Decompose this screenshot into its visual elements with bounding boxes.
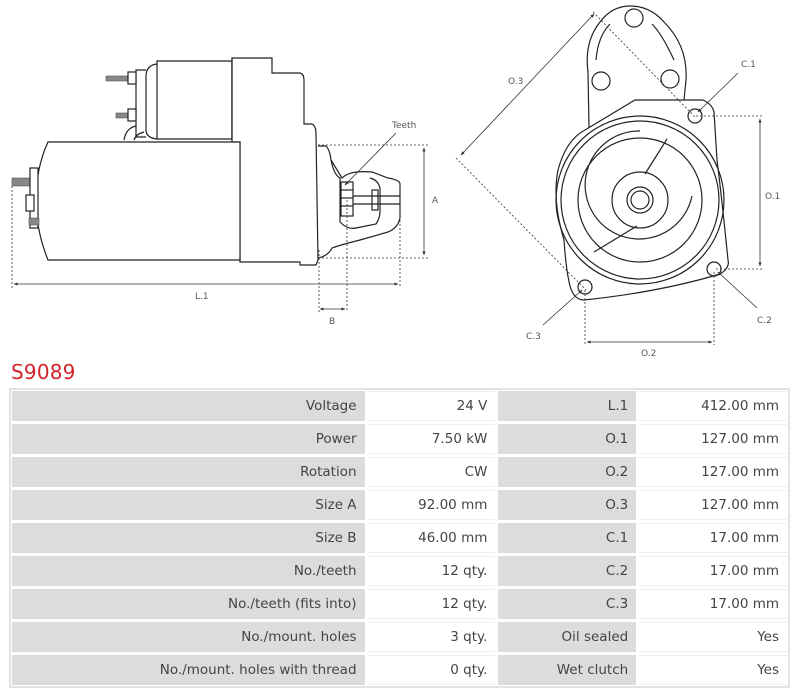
solenoid-terminals xyxy=(105,71,145,141)
pinion xyxy=(340,181,354,217)
spec-row: Size B 46.00 mm C.1 17.00 mm xyxy=(12,523,788,553)
drive-nose xyxy=(317,145,401,259)
spec-row: No./mount. holes 3 qty. Oil sealed Yes xyxy=(12,622,788,652)
spec-label: Oil sealed xyxy=(498,622,637,652)
spec-row: Rotation CW O.2 127.00 mm xyxy=(12,457,788,487)
front-view-dimensions xyxy=(455,11,763,345)
solenoid-bolt-top xyxy=(624,8,644,28)
spec-value: 127.00 mm xyxy=(639,424,788,454)
solenoid-bolt-right xyxy=(660,69,680,89)
pinion-housing xyxy=(330,159,381,229)
spec-value: 412.00 mm xyxy=(639,391,788,421)
label-dim-b: B xyxy=(329,317,335,327)
spec-row: Power 7.50 kW O.1 127.00 mm xyxy=(12,424,788,454)
drive-housing xyxy=(231,57,319,266)
spec-label: Wet clutch xyxy=(498,655,637,685)
solenoid-cap xyxy=(145,63,158,140)
spec-label: O.3 xyxy=(498,490,637,520)
spec-label: O.1 xyxy=(498,424,637,454)
housing-ring xyxy=(560,120,720,280)
spec-value: 127.00 mm xyxy=(639,490,788,520)
technical-drawing: Teeth A L.1 B O.3 C. xyxy=(11,5,780,359)
solenoid-front xyxy=(135,69,146,138)
label-c3: C.3 xyxy=(526,332,541,342)
label-o1: O.1 xyxy=(765,192,780,202)
housing-inner-ring xyxy=(577,137,703,263)
spec-row: No./teeth (fits into) 12 qty. C.3 17.00 … xyxy=(12,589,788,619)
spec-value: 0 qty. xyxy=(367,655,496,685)
label-c2: C.2 xyxy=(757,316,772,326)
shaft-outer xyxy=(626,186,654,214)
rear-terminals xyxy=(11,167,40,229)
spec-value: 24 V xyxy=(367,391,496,421)
solenoid-bolt-left xyxy=(591,71,611,91)
spec-value: Yes xyxy=(639,655,788,685)
spec-value: 12 qty. xyxy=(367,589,496,619)
spec-value: 127.00 mm xyxy=(639,457,788,487)
spec-row: Voltage 24 V L.1 412.00 mm xyxy=(12,391,788,421)
shaft-inner xyxy=(630,190,650,210)
spec-label: Power xyxy=(12,424,365,454)
side-view-dimensions xyxy=(11,132,428,312)
hub xyxy=(611,171,669,229)
spec-label: L.1 xyxy=(498,391,637,421)
spec-label: Size B xyxy=(12,523,365,553)
spec-label: No./mount. holes xyxy=(12,622,365,652)
starter-side-view xyxy=(11,57,401,266)
spec-value: 17.00 mm xyxy=(639,523,788,553)
spec-value: 12 qty. xyxy=(367,556,496,586)
spec-label: C.3 xyxy=(498,589,637,619)
product-code: S9089 xyxy=(11,360,76,384)
spec-value: CW xyxy=(367,457,496,487)
spec-value: 46.00 mm xyxy=(367,523,496,553)
label-c1: C.1 xyxy=(741,60,756,70)
spec-label: No./teeth (fits into) xyxy=(12,589,365,619)
spec-label: O.2 xyxy=(498,457,637,487)
solenoid-body xyxy=(156,60,233,140)
motor-body xyxy=(35,141,241,261)
spec-label: Rotation xyxy=(12,457,365,487)
starter-front-view xyxy=(555,5,729,301)
spec-label: No./mount. holes with thread xyxy=(12,655,365,685)
housing-outer-ring xyxy=(555,115,725,285)
spec-value: 17.00 mm xyxy=(639,556,788,586)
spec-label: Voltage xyxy=(12,391,365,421)
spec-row: Size A 92.00 mm O.3 127.00 mm xyxy=(12,490,788,520)
spec-table: Voltage 24 V L.1 412.00 mm Power 7.50 kW… xyxy=(9,388,790,688)
spec-value: 3 qty. xyxy=(367,622,496,652)
spec-row: No./teeth 12 qty. C.2 17.00 mm xyxy=(12,556,788,586)
spec-label: C.2 xyxy=(498,556,637,586)
label-o2: O.2 xyxy=(641,349,656,359)
spec-value: 17.00 mm xyxy=(639,589,788,619)
spec-value: 92.00 mm xyxy=(367,490,496,520)
spec-label: C.1 xyxy=(498,523,637,553)
label-dim-l1: L.1 xyxy=(195,292,209,302)
spec-value: 7.50 kW xyxy=(367,424,496,454)
spec-value: Yes xyxy=(639,622,788,652)
spec-label: Size A xyxy=(12,490,365,520)
label-o3: O.3 xyxy=(508,77,523,87)
spec-row: No./mount. holes with thread 0 qty. Wet … xyxy=(12,655,788,685)
label-teeth: Teeth xyxy=(391,121,416,131)
label-dim-a: A xyxy=(432,196,439,206)
spec-label: No./teeth xyxy=(12,556,365,586)
